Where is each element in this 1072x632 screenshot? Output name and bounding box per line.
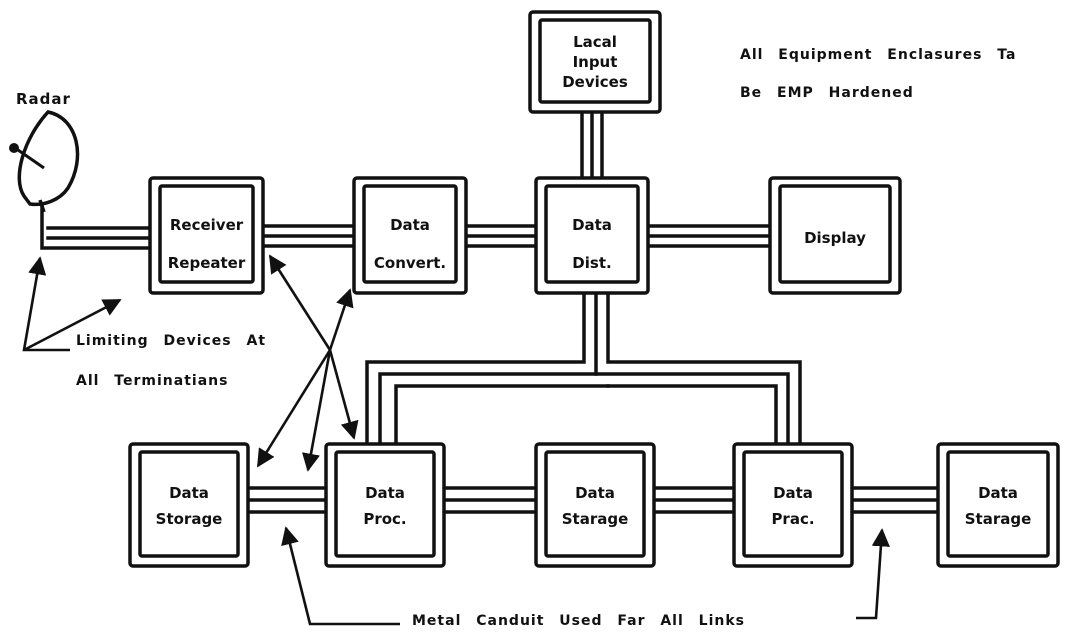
block-data-proc-right [732, 442, 854, 568]
limiting-devices-label-line1: Limiting Devices At [76, 333, 267, 349]
block-label-data-storage-mid: Data Starage [561, 484, 629, 528]
block-label-local-input: Lacal Input Devices [562, 33, 628, 91]
block-display [768, 176, 902, 295]
conduit-radar-receiver [40, 203, 160, 250]
block-data-storage-mid [534, 442, 656, 568]
block-label-data-dist: Data Dist. [572, 216, 612, 272]
conduit-dist-display [640, 224, 780, 248]
block-label-display: Display [804, 229, 866, 247]
block-data-storage-right [936, 442, 1060, 568]
radar-label: Radar [16, 90, 71, 108]
conduits [40, 106, 946, 514]
conduit-receiver-convert [256, 224, 362, 248]
block-label-data-storage-left: Data Storage [155, 484, 223, 528]
block-label-data-convert: Data Convert. [373, 216, 447, 272]
limiting-devices-label-line2: All Terminatians [76, 373, 229, 389]
radar-dish-icon [9, 110, 80, 213]
block-data-proc-left [324, 442, 446, 568]
conduit-dist-proc-bus [365, 286, 802, 450]
metal-conduit-arrows [281, 526, 890, 626]
limiting-devices-arrows [22, 254, 359, 472]
block-receiver-repeater [148, 176, 265, 295]
conduit-bottom-row [241, 486, 946, 514]
block-data-dist [534, 176, 650, 295]
block-label-receiver-repeater: Receiver Repeater [167, 216, 246, 272]
conduit-input-dist [580, 106, 604, 186]
block-label-data-storage-right: Data Starage [964, 484, 1032, 528]
emp-note-line2: Be EMP Hardened [740, 85, 914, 101]
block-data-convert [352, 176, 468, 295]
emp-note-line1: All Equipment Enclasures Ta [740, 47, 1017, 63]
block-data-storage-left [128, 442, 250, 568]
conduit-convert-dist [458, 224, 542, 248]
block-label-data-proc-left: Data Proc. [363, 484, 407, 528]
block-local-input [528, 10, 662, 114]
metal-conduit-label: Metal Canduit Used Far All Links [412, 613, 745, 629]
block-label-data-proc-right: Data Prac. [771, 484, 815, 528]
